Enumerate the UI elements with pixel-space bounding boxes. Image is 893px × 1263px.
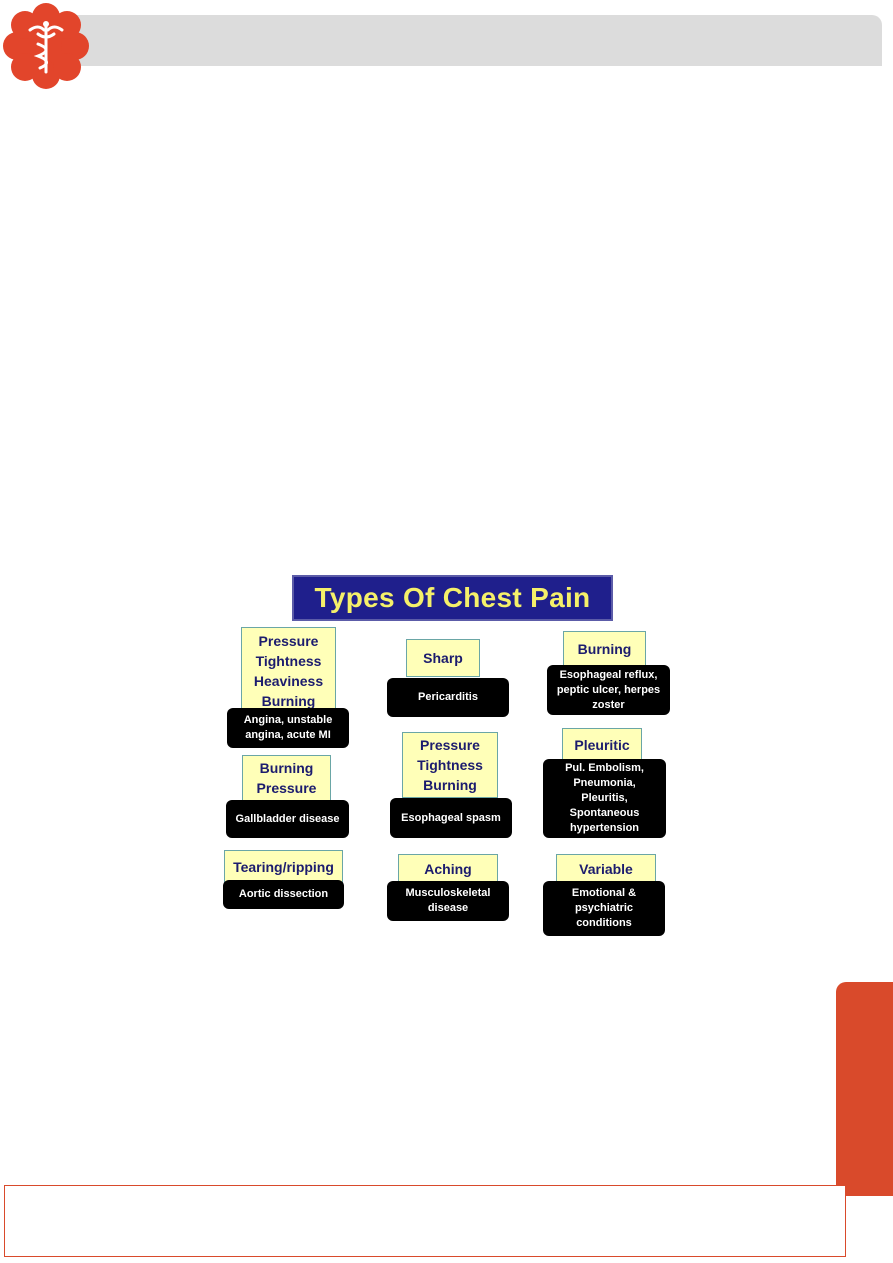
cause-line: Pul. Embolism, xyxy=(565,762,644,774)
cause-box: Angina, unstable angina, acute MI xyxy=(227,708,349,748)
symptom-box: Tearing/ripping xyxy=(224,850,343,883)
header-bar xyxy=(60,15,882,66)
symptom-line: Burning xyxy=(261,693,316,709)
cause-line: Musculoskeletal xyxy=(405,887,491,899)
caduceus-flower-icon xyxy=(3,3,89,89)
symptom-box: Variable xyxy=(556,854,656,884)
cause-line: hypertension xyxy=(569,822,640,834)
cause-line: Spontaneous xyxy=(569,807,640,819)
cause-line: psychiatric xyxy=(574,902,634,914)
cause-line: Emotional & xyxy=(571,887,637,899)
cause-line: Esophageal spasm xyxy=(401,811,501,824)
cause-line: Angina, unstable xyxy=(243,714,333,726)
symptom-line: Variable xyxy=(579,861,633,877)
symptom-box: Pressure Tightness Burning xyxy=(402,732,498,798)
symptom-box: Pleuritic xyxy=(562,728,642,762)
symptom-line: Aching xyxy=(424,861,472,877)
symptom-line: Pressure xyxy=(256,780,317,796)
diagram-title-box: Types Of Chest Pain xyxy=(292,575,613,621)
cause-line: Pericarditis xyxy=(418,691,478,703)
symptom-line: Tightness xyxy=(417,757,483,773)
diagram-title: Types Of Chest Pain xyxy=(314,582,591,613)
symptom-line: Pressure xyxy=(258,633,319,649)
cause-line: peptic ulcer, herpes xyxy=(556,683,661,696)
symptom-line: Pleuritic xyxy=(574,737,630,753)
symptom-line: Pressure xyxy=(420,737,480,753)
side-tab xyxy=(836,982,893,1196)
chest-pain-diagram: Types Of Chest Pain Pressure Tightness H… xyxy=(220,574,680,944)
cause-line: angina, acute MI xyxy=(245,729,331,741)
footer-box xyxy=(4,1185,846,1257)
symptom-box: Aching xyxy=(398,854,498,884)
cause-box: Pul. Embolism, Pneumonia, Pleuritis, Spo… xyxy=(543,759,666,838)
cause-line: Gallbladder disease xyxy=(235,812,340,825)
symptom-box: Sharp xyxy=(406,639,480,677)
cause-box: Gallbladder disease xyxy=(226,800,349,838)
cause-line: Pleuritis, xyxy=(581,792,628,804)
cause-box: Musculoskeletal disease xyxy=(387,881,509,921)
cause-box: Esophageal spasm xyxy=(390,798,512,838)
cause-box: Emotional & psychiatric conditions xyxy=(543,881,665,936)
symptom-line: Burning xyxy=(577,641,632,657)
cause-line: disease xyxy=(427,902,469,914)
cause-box: Pericarditis xyxy=(387,678,509,717)
symptom-line: Heaviness xyxy=(253,673,324,689)
symptom-box: Pressure Tightness Heaviness Burning xyxy=(241,627,336,715)
cause-line: zoster xyxy=(592,698,625,711)
cause-line: Pneumonia, xyxy=(573,777,636,789)
symptom-box: Burning xyxy=(563,631,646,667)
cause-line: Aortic dissection xyxy=(238,888,329,900)
symptom-line: Burning xyxy=(423,777,477,793)
symptom-box: Burning Pressure xyxy=(242,755,331,801)
cause-line: Esophageal reflux, xyxy=(559,668,658,681)
symptom-line: Tightness xyxy=(255,653,322,669)
cause-box: Esophageal reflux, peptic ulcer, herpes … xyxy=(547,665,670,715)
symptom-line: Tearing/ripping xyxy=(233,858,334,875)
symptom-line: Burning xyxy=(259,760,314,776)
cause-box: Aortic dissection xyxy=(223,880,344,909)
symptom-line: Sharp xyxy=(423,650,463,666)
cause-line: conditions xyxy=(576,917,632,929)
